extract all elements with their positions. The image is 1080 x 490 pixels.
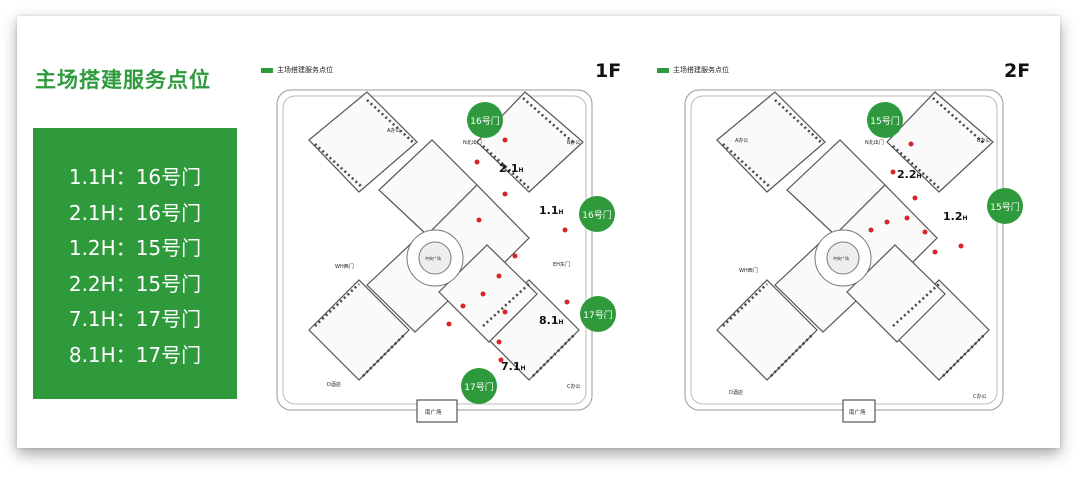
hall-label: 8.1H xyxy=(539,314,564,327)
map-label-south: 南广场 xyxy=(849,408,866,416)
gate-marker-label: 15号门 xyxy=(990,201,1019,213)
map-label-a: A办公 xyxy=(387,127,400,134)
map-label-b: B办公 xyxy=(567,139,580,146)
gate-item: 2.1H：16号门 xyxy=(68,200,202,225)
gate-item: 7.1H：17号门 xyxy=(68,307,202,331)
gate-item: 2.2H：15号门 xyxy=(68,271,202,296)
map-label-south: 南广场 xyxy=(425,408,442,416)
hall-label: 1.1H xyxy=(539,204,564,217)
map-label-n: N北出门 xyxy=(463,139,482,146)
page-title: 主场搭建服务点位 xyxy=(35,68,211,92)
map-1f-legend: 主场搭建服务点位 xyxy=(261,65,333,75)
gate-marker-label: 16号门 xyxy=(470,115,499,127)
gate-markers: 15号门 15号门 xyxy=(867,102,1023,224)
gate-marker-label: 16号门 xyxy=(582,209,611,221)
map-label-c: C办公 xyxy=(567,383,581,390)
legend-swatch xyxy=(261,67,273,73)
map-base xyxy=(276,89,593,423)
hall-label: 1.2H xyxy=(943,210,968,223)
legend-swatch xyxy=(657,67,669,73)
floor-label-1f: 1F xyxy=(595,60,622,82)
map-2f-legend: 主场搭建服务点位 xyxy=(657,65,729,75)
gate-marker-label: 17号门 xyxy=(464,381,493,393)
gate-marker-label: 15号门 xyxy=(870,115,899,127)
map-label-center: 中央广场 xyxy=(425,255,441,261)
map-label-a: A办公 xyxy=(735,137,748,144)
gate-marker-label: 17号门 xyxy=(583,309,612,321)
gate-item: 1.1H：16号门 xyxy=(68,165,202,189)
hall-label: 2.1H xyxy=(499,162,524,175)
map-label-d: D酒店 xyxy=(327,381,341,388)
floor-label-2f: 2F xyxy=(1004,60,1031,82)
legend-label: 主场搭建服务点位 xyxy=(673,66,729,74)
gate-markers: 16号门 16号门 17号门 17号门 xyxy=(461,102,616,404)
venue-map-2f: A办公 N北出门 B办公 WH西门 D酒店 C办公 中央广场 南广场 2.2H … xyxy=(684,89,1023,423)
gate-item: 8.1H：17号门 xyxy=(68,342,202,367)
map-label-center: 中央广场 xyxy=(833,255,849,261)
map-label-d: D酒店 xyxy=(729,389,743,396)
slide: 主场搭建服务点位 1.1H：16号门 2.1H：16号门 1.2H：15号门 2… xyxy=(17,16,1060,448)
map-label-c: C办公 xyxy=(973,393,987,400)
map-label-w: WH西门 xyxy=(739,267,758,274)
map-label-b: B办公 xyxy=(977,137,990,144)
map-label-n: N北出门 xyxy=(865,139,884,146)
hall-label: 2.2H xyxy=(897,168,922,181)
venue-map-1f: A办公 N北出门 B办公 WH西门 EH东门 D酒店 C办公 中央广场 南广场 … xyxy=(276,89,616,423)
map-label-w: WH西门 xyxy=(335,263,354,270)
hall-label: 7.1H xyxy=(501,360,526,373)
gate-assignment-panel: 1.1H：16号门 2.1H：16号门 1.2H：15号门 2.2H：15号门 … xyxy=(33,128,237,399)
gate-item: 1.2H：15号门 xyxy=(68,236,202,260)
map-label-e: EH东门 xyxy=(553,261,570,268)
legend-label: 主场搭建服务点位 xyxy=(277,66,333,74)
